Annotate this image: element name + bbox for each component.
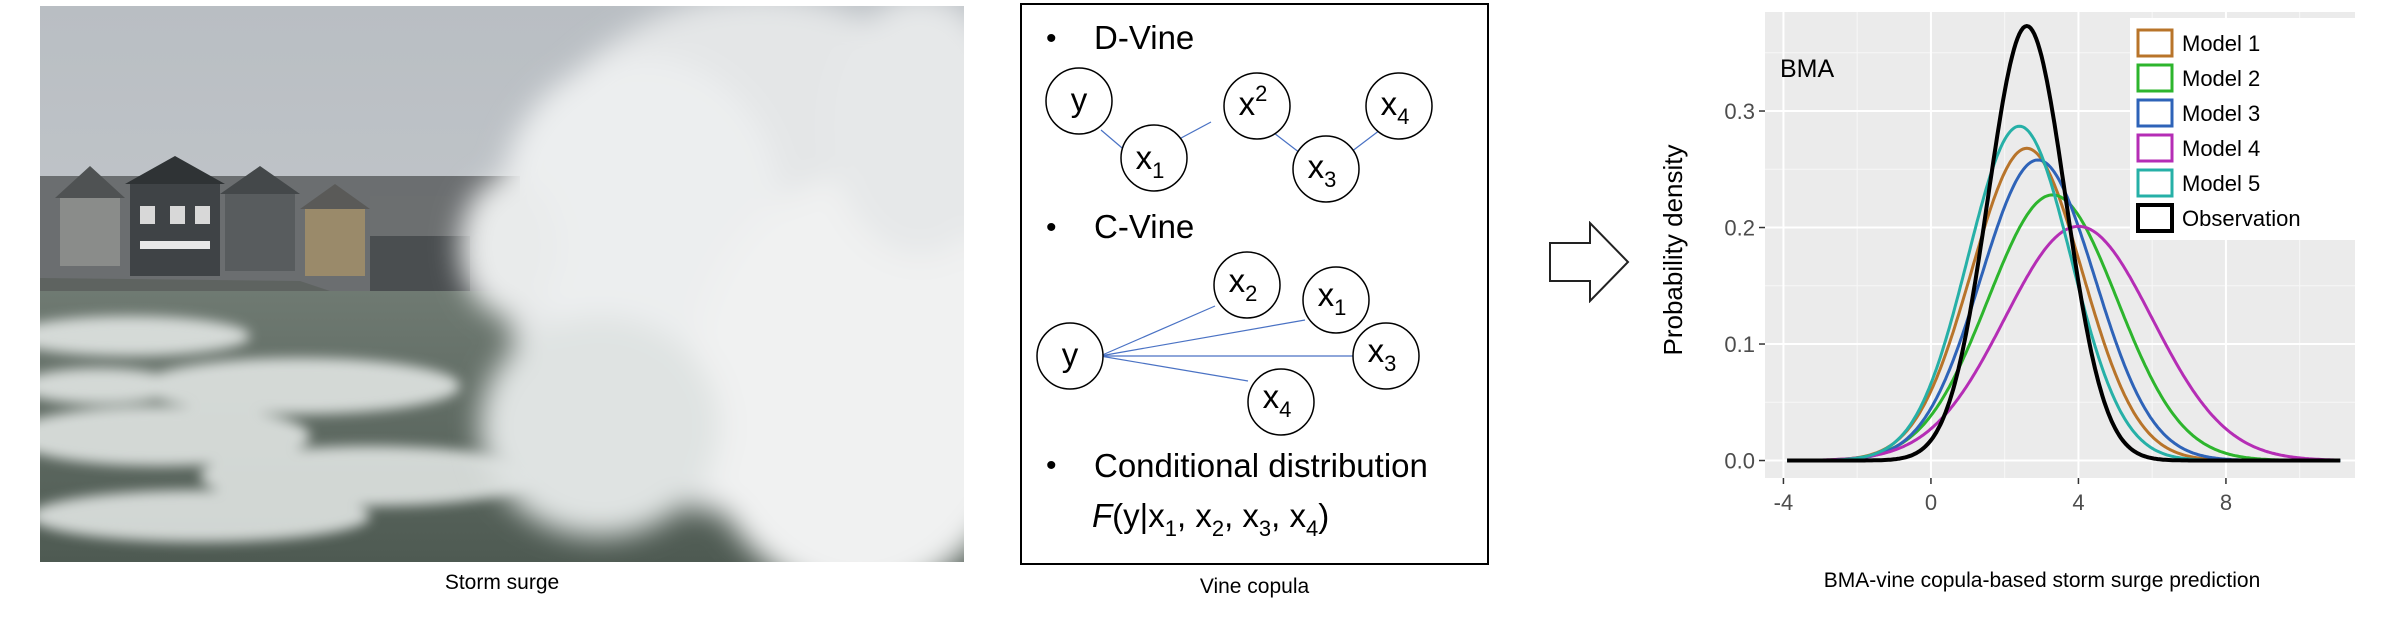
- d-vine-label-x4: x4: [1381, 85, 1410, 129]
- density-chart-svg: 0.0 0.1 0.2 0.3 -4 0 4 8 BMA Probability densi…: [1658, 12, 2356, 592]
- d-vine-heading: D-Vine: [1094, 19, 1194, 56]
- vine-copula-box: • D-Vine y x1 x2 x3 x4 • C-Vine: [1020, 3, 1489, 565]
- x-axis-label: BMA-vine copula-based storm surge predic…: [1824, 569, 2261, 592]
- legend-label: Observation: [2182, 206, 2301, 231]
- c-vine-label-x4: x4: [1263, 378, 1292, 422]
- d-vine-node-x1: [1120, 124, 1188, 192]
- legend-key-observation: [2136, 203, 2174, 233]
- legend-label: Model 1: [2182, 31, 2260, 56]
- storm-surge-photo: [40, 6, 964, 562]
- y-tick-label: 0.3: [1724, 99, 1755, 124]
- legend: Model 1 Model 2 Model 3 Model 4 Model 5 Obser…: [2130, 18, 2356, 240]
- houses: [40, 156, 520, 316]
- density-curve-observation: [1787, 24, 2341, 463]
- conditional-heading: Conditional distribution: [1094, 447, 1428, 484]
- c-vine-edges: [1099, 305, 1353, 382]
- c-vine-node-x2: [1213, 251, 1281, 319]
- c-vine-label-y: y: [1062, 336, 1079, 373]
- d-vine-label-x1: x1: [1136, 139, 1165, 183]
- c-vine-node-x1: [1302, 266, 1370, 334]
- legend-key-model-5: [2136, 168, 2174, 198]
- x-tick-label: 8: [2220, 490, 2232, 515]
- c-vine-heading: C-Vine: [1094, 208, 1194, 245]
- c-vine-label-x3: x3: [1368, 332, 1397, 376]
- c-vine-label-x2: x2: [1229, 262, 1258, 306]
- legend-label: Model 4: [2182, 136, 2260, 161]
- vine-caption: Vine copula: [1199, 575, 1310, 598]
- c-vine-node-y: [1036, 322, 1104, 390]
- y-tick-label: 0.0: [1724, 449, 1755, 474]
- d-vine-node-y: [1045, 67, 1113, 135]
- c-vine-node-x3: [1352, 322, 1420, 390]
- density-curves: [1787, 24, 2341, 463]
- legend-key-model-2: [2136, 63, 2174, 93]
- d-vine-label-x3: x3: [1308, 148, 1337, 192]
- legend-key-model-4: [2136, 133, 2174, 163]
- bullet: •: [1046, 211, 1057, 244]
- legend-label: Model 3: [2182, 101, 2260, 126]
- c-vine-label-x1: x1: [1318, 276, 1347, 320]
- density-chart: 0.0 0.1 0.2 0.3 -4 0 4 8 BMA Probability densi…: [1640, 0, 2385, 628]
- y-axis-ticks: 0.0 0.1 0.2 0.3: [1724, 99, 1765, 474]
- photo-caption: Storm surge: [444, 571, 560, 594]
- legend-key-model-1: [2136, 28, 2174, 58]
- legend-key-model-3: [2136, 98, 2174, 128]
- right-arrow-icon: [1548, 220, 1632, 304]
- x-axis-ticks: -4 0 4 8: [1774, 478, 2232, 515]
- wave-spray: [460, 6, 964, 562]
- bullet: •: [1046, 22, 1057, 55]
- conditional-formula: F(y|x1, x2, x3, x4): [1092, 497, 1329, 541]
- x-tick-label: 4: [2072, 490, 2084, 515]
- d-vine-label-y: y: [1071, 81, 1088, 118]
- bullet: •: [1046, 449, 1057, 482]
- legend-label: Model 2: [2182, 66, 2260, 91]
- storm-surge-image: [40, 6, 964, 562]
- d-vine-label-x2: x2: [1239, 81, 1268, 122]
- d-vine-node-x4: [1365, 72, 1433, 140]
- y-tick-label: 0.1: [1724, 332, 1755, 357]
- legend-label: Model 5: [2182, 171, 2260, 196]
- d-vine-node-x2: [1223, 72, 1291, 140]
- c-vine-node-x4: [1247, 368, 1315, 436]
- y-tick-label: 0.2: [1724, 216, 1755, 241]
- y-axis-label: Probability density: [1658, 145, 1688, 356]
- x-tick-label: 0: [1925, 490, 1937, 515]
- vine-copula-diagram: • D-Vine y x1 x2 x3 x4 • C-Vine: [1036, 19, 1433, 541]
- d-vine-node-x3: [1292, 135, 1360, 203]
- chart-annotation: BMA: [1780, 55, 1835, 83]
- x-tick-label: -4: [1774, 490, 1794, 515]
